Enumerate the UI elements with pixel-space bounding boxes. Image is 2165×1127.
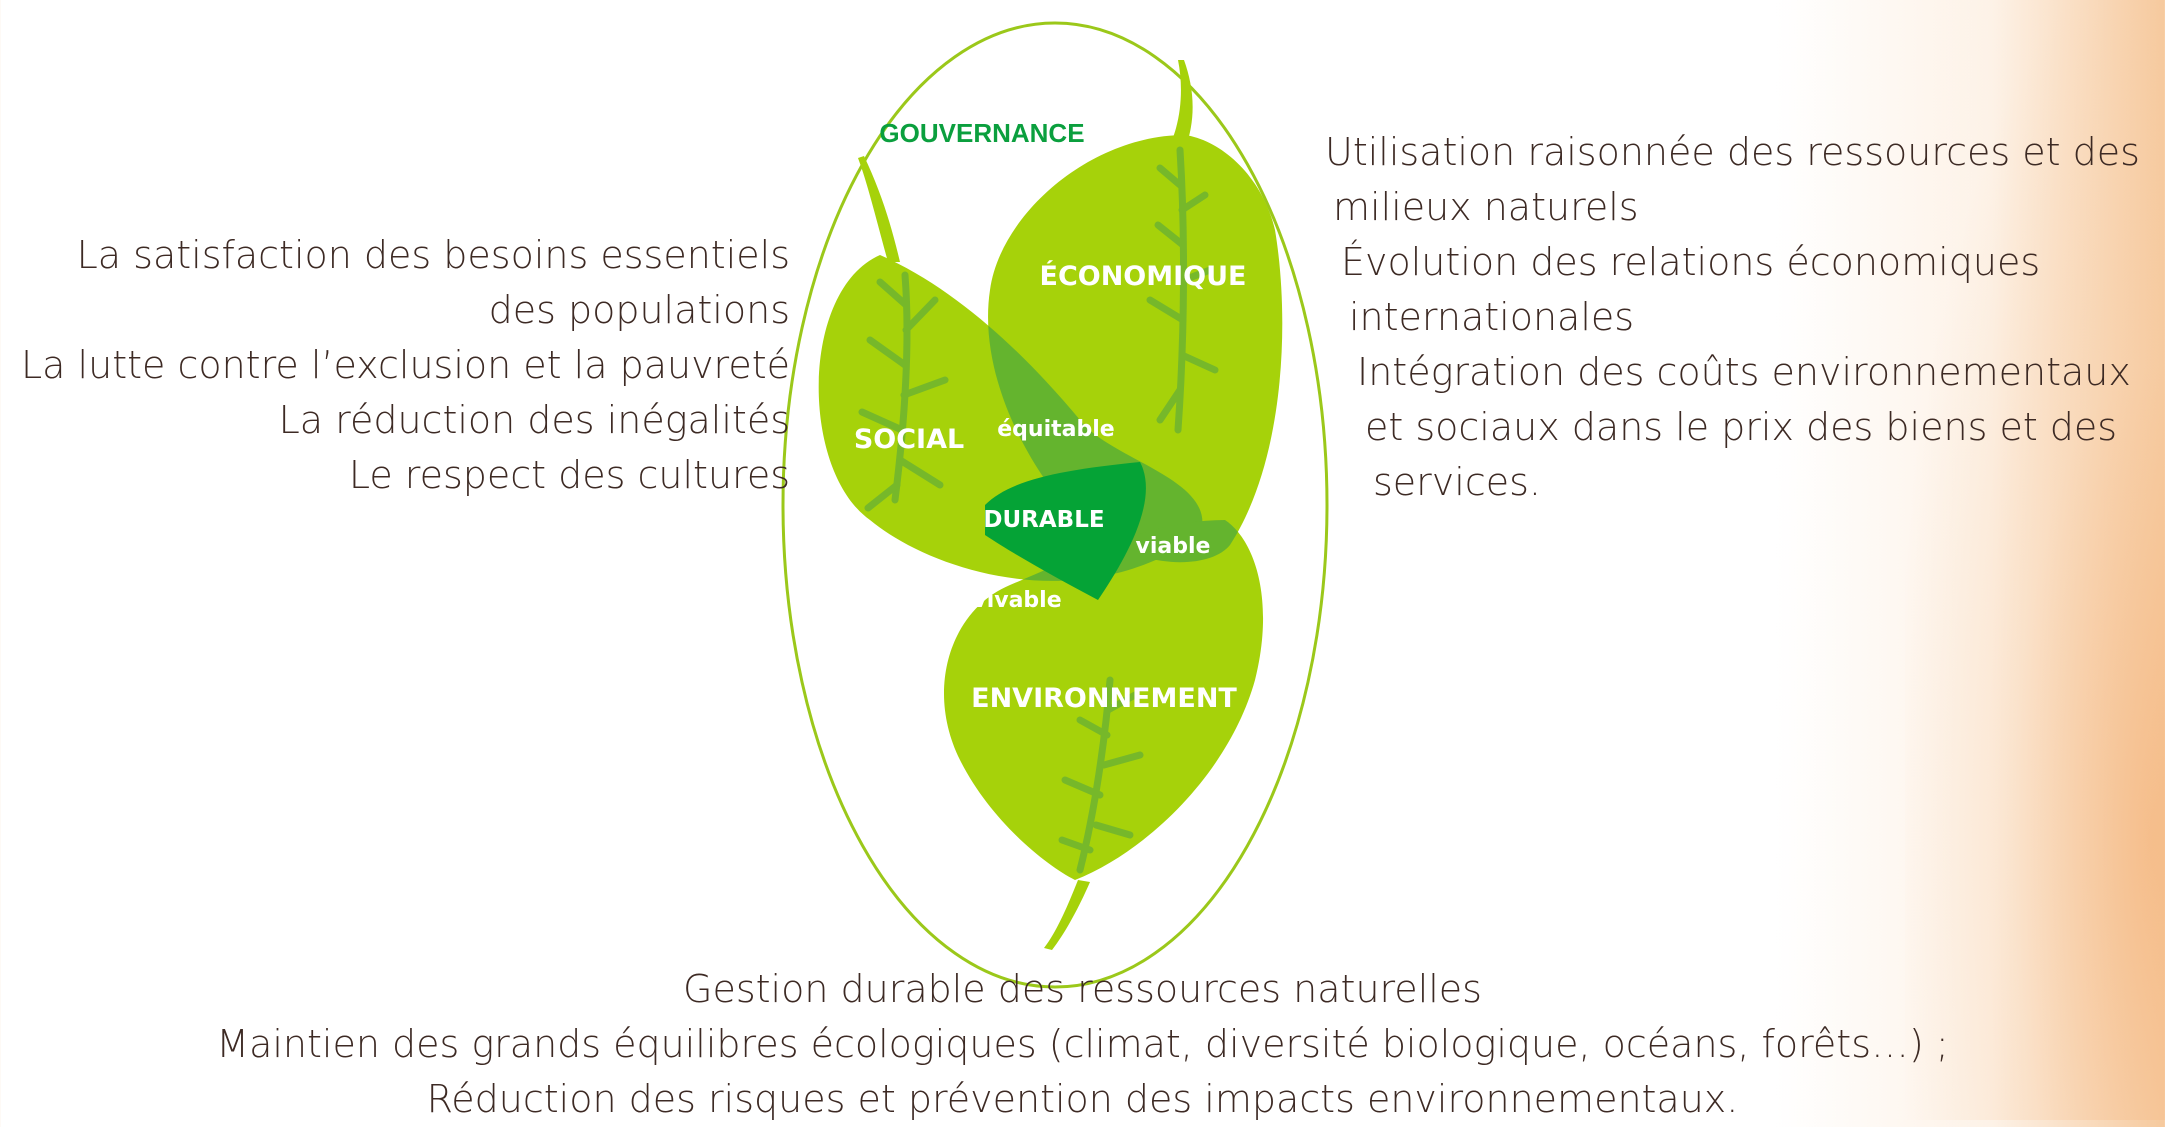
economic-line: Utilisation raisonnée des ressources et … bbox=[1325, 130, 2140, 174]
gouvernance-label: GOUVERNANCE bbox=[879, 118, 1084, 148]
economique-label: ÉCONOMIQUE bbox=[1040, 260, 1247, 292]
environment-line: Gestion durable des ressources naturelle… bbox=[683, 967, 1482, 1011]
social-line: des populations bbox=[488, 288, 790, 332]
environnement-label: ENVIRONNEMENT bbox=[971, 683, 1237, 714]
economic-line: milieux naturels bbox=[1333, 185, 1639, 229]
economic-line: services. bbox=[1373, 460, 1541, 504]
social-leaf-veins bbox=[858, 271, 949, 512]
environment-leaf-veins bbox=[1058, 676, 1144, 874]
social-line: Le respect des cultures bbox=[348, 453, 790, 497]
vivable-label: vivable bbox=[972, 588, 1061, 613]
economic-leaf-stem bbox=[1172, 60, 1193, 140]
durable-label: DURABLE bbox=[983, 507, 1104, 533]
social-line: La satisfaction des besoins essentiels bbox=[76, 233, 790, 277]
economic-text-block: Utilisation raisonnée des ressources et … bbox=[1325, 125, 2140, 510]
gouvernance-ellipse bbox=[781, 21, 1329, 989]
viable-label: viable bbox=[1136, 534, 1211, 559]
social-leaf-stem bbox=[858, 156, 900, 262]
environment-leaf-stem bbox=[1044, 880, 1090, 950]
equitable-label: équitable bbox=[997, 417, 1114, 442]
social-label: SOCIAL bbox=[854, 424, 964, 455]
economic-line: Évolution des relations économiques bbox=[1341, 240, 2041, 284]
social-text-block: La satisfaction des besoins essentiels d… bbox=[21, 228, 790, 503]
environment-line: Réduction des risques et prévention des … bbox=[426, 1077, 1739, 1121]
environment-text-block: Gestion durable des ressources naturelle… bbox=[0, 962, 2165, 1127]
environment-line: Maintien des grands équilibres écologiqu… bbox=[216, 1022, 1949, 1066]
economic-line: Intégration des coûts environnementaux bbox=[1357, 350, 2131, 394]
background-gradient bbox=[1905, 0, 2165, 1120]
social-line: La réduction des inégalités bbox=[278, 398, 790, 442]
environment-leaf bbox=[944, 520, 1264, 880]
durable-center bbox=[985, 462, 1146, 600]
economic-leaf-veins bbox=[1146, 146, 1219, 434]
economic-line: internationales bbox=[1349, 295, 1635, 339]
social-line: La lutte contre l’exclusion et la pauvre… bbox=[21, 343, 790, 387]
economic-line: et sociaux dans le prix des biens et des bbox=[1365, 405, 2118, 449]
